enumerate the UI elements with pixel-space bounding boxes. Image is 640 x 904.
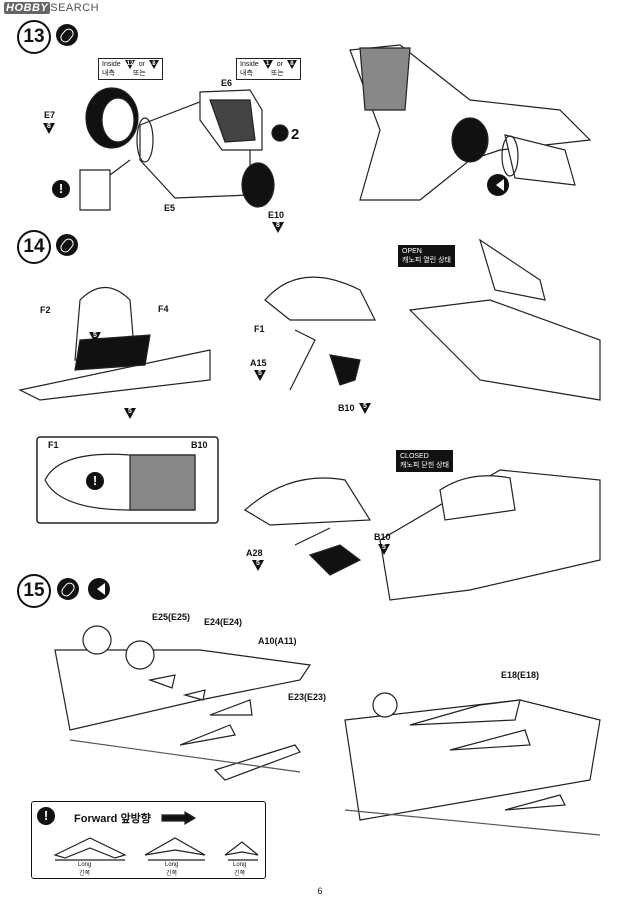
color-a15: 5 [254, 370, 266, 381]
forward-direction-box [31, 801, 266, 879]
color-f4: 5 [89, 332, 101, 343]
color-b10: 5 [359, 403, 371, 414]
cement-count: 2 [291, 126, 300, 143]
caution-icon: ! [86, 472, 104, 490]
option-icon [88, 578, 110, 600]
color-f2: 5 [124, 408, 136, 419]
part-e10: E10 [268, 210, 285, 220]
step-14-number: 14 [17, 230, 51, 264]
detail-b10: B10 [191, 440, 208, 450]
part-f4: F4 [158, 304, 169, 314]
part-e5: E5 [164, 203, 176, 213]
part-f1: F1 [254, 324, 265, 334]
part-b10-closed: B10 [374, 532, 391, 542]
cement-icon [56, 24, 78, 46]
part-a28: A28 [246, 548, 263, 558]
caution-icon: ! [37, 807, 55, 825]
part-f2: F2 [40, 305, 51, 315]
part-a15: A15 [250, 358, 267, 368]
part-e7: E7 [44, 110, 56, 120]
part-e25: E25(E25) [152, 612, 191, 622]
part-a10: A10(A11) [258, 636, 297, 646]
part-e6: E6 [221, 78, 233, 88]
part-b10: B10 [338, 403, 355, 413]
forward-label: Forward 앞방향 [74, 813, 151, 825]
step-13-number: 13 [17, 20, 51, 54]
color-a28: 5 [252, 560, 264, 571]
color-e7: 8 [43, 123, 55, 134]
part-e18: E18(E18) [501, 670, 540, 680]
cement-icon [56, 234, 78, 256]
part-e23: E23(E23) [288, 692, 327, 702]
caution-icon: ! [52, 180, 70, 198]
option-icon [487, 174, 509, 196]
step-15-number: 15 [17, 574, 51, 608]
detail-f1: F1 [48, 440, 59, 450]
color-e10: 8 [272, 222, 284, 233]
page-number: 6 [317, 886, 323, 896]
cement-icon [57, 578, 79, 600]
part-e24: E24(E24) [204, 617, 243, 627]
color-b10-closed: 5 [378, 544, 390, 555]
